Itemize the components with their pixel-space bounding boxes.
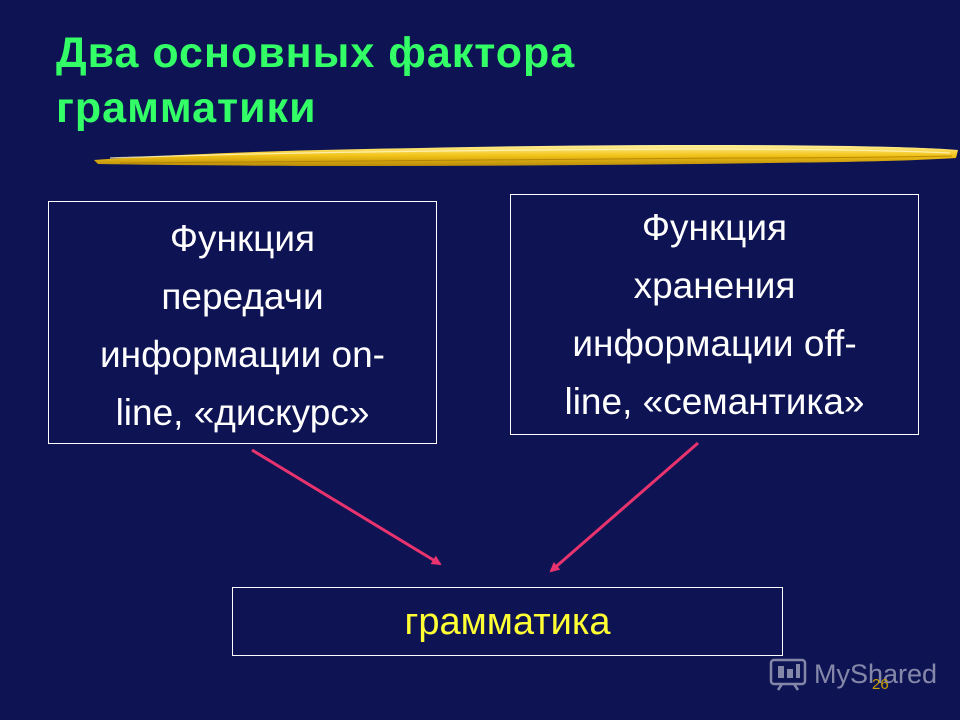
- box-grammar-label: грамматика: [404, 601, 611, 643]
- page-number: 26: [872, 676, 889, 693]
- box-left-line-3: информации on-: [100, 334, 385, 375]
- watermark: MyShared: [768, 654, 937, 694]
- box-left-line-1: Функция: [169, 218, 316, 259]
- title-line-2: грамматики: [56, 84, 317, 132]
- box-storage-function: Функция хранения информации off- line, «…: [510, 194, 919, 435]
- arrow-right-to-grammar: [549, 441, 699, 573]
- title-line-1: Два основных фактора: [56, 29, 576, 77]
- box-left-line-4: line, «дискурс»: [115, 392, 370, 433]
- box-transfer-function: Функция передачи информации on- line, «д…: [48, 201, 437, 444]
- slide-title: Два основных фактора грамматики: [56, 26, 916, 136]
- arrow-left-to-grammar: [251, 448, 442, 566]
- brush-stroke-underline: [94, 144, 958, 166]
- box-right-line-1: Функция: [641, 207, 788, 248]
- box-right-line-4: line, «семантика»: [564, 381, 865, 422]
- myshared-logo-icon: [769, 658, 807, 691]
- box-right-line-2: хранения: [633, 265, 796, 306]
- box-left-line-2: передачи: [161, 276, 324, 317]
- box-right-line-3: информации off-: [572, 323, 857, 364]
- watermark-text: MyShared: [814, 658, 938, 689]
- box-grammar: грамматика: [232, 587, 783, 656]
